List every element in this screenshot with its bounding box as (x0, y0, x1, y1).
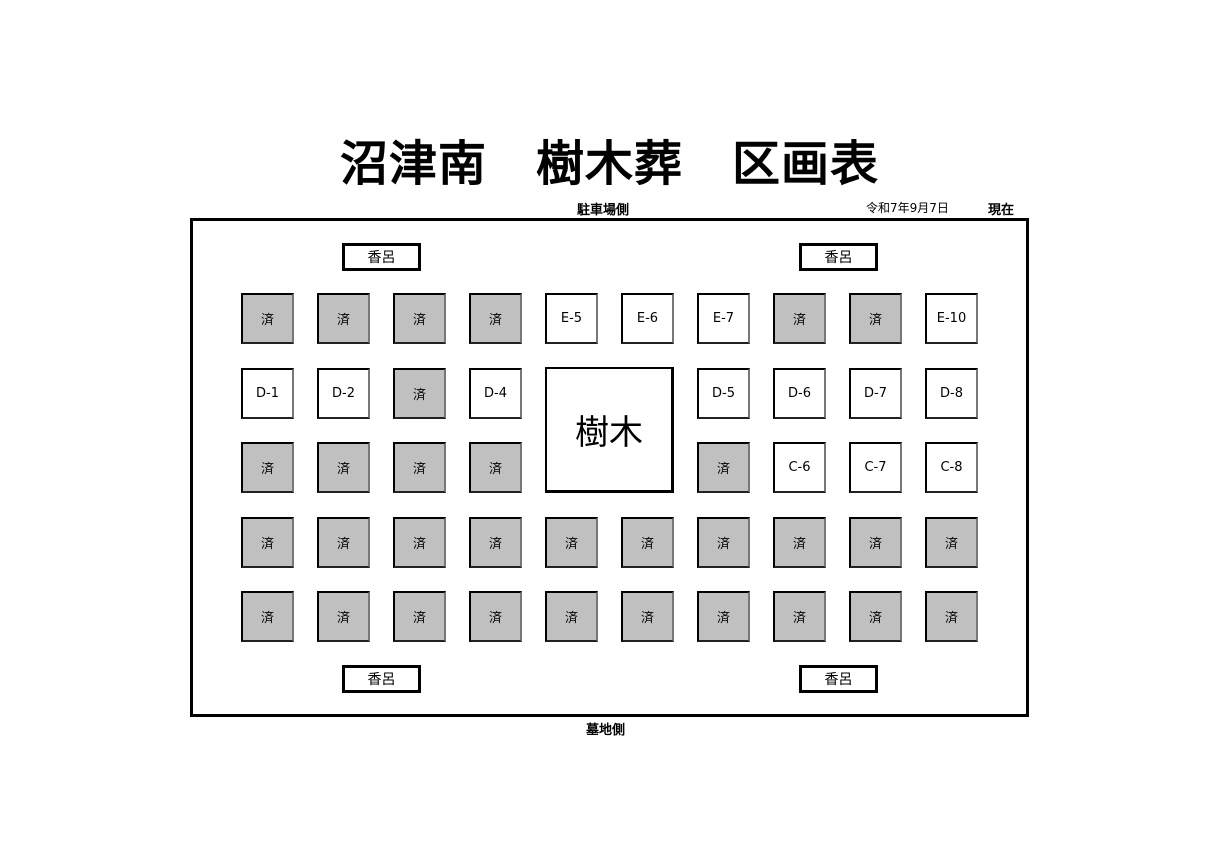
incense-burner: 香呂 (342, 243, 421, 271)
plot-cell-sold: 済 (697, 517, 750, 568)
plot-cell-sold: 済 (241, 591, 294, 642)
plot-cell-sold: 済 (317, 442, 370, 493)
plot-cell-sold: 済 (925, 517, 978, 568)
plot-cell-sold: 済 (849, 293, 902, 344)
plot-cell-available: D-7 (849, 368, 902, 419)
plot-cell-sold: 済 (621, 517, 674, 568)
plot-cell-sold: 済 (241, 442, 294, 493)
plot-cell-available: D-6 (773, 368, 826, 419)
plot-cell-sold: 済 (241, 517, 294, 568)
plot-cell-sold: 済 (241, 293, 294, 344)
plot-cell-available: C-8 (925, 442, 978, 493)
plot-cell-sold: 済 (317, 293, 370, 344)
plot-map-frame (190, 218, 1029, 717)
plot-cell-sold: 済 (393, 368, 446, 419)
plot-cell-sold: 済 (317, 517, 370, 568)
plot-cell-available: E-7 (697, 293, 750, 344)
plot-cell-available: D-1 (241, 368, 294, 419)
plot-cell-sold: 済 (545, 591, 598, 642)
plot-cell-available: E-10 (925, 293, 978, 344)
plot-cell-sold: 済 (849, 517, 902, 568)
plot-cell-sold: 済 (621, 591, 674, 642)
plot-cell-available: D-4 (469, 368, 522, 419)
parking-side-label: 駐車場側 (577, 203, 630, 218)
plot-cell-sold: 済 (773, 591, 826, 642)
plot-cell-sold: 済 (469, 442, 522, 493)
as-of-label: 現在 (988, 203, 1015, 218)
plot-cell-sold: 済 (393, 293, 446, 344)
plot-cell-sold: 済 (393, 517, 446, 568)
incense-burner: 香呂 (799, 665, 878, 693)
plot-cell-sold: 済 (773, 517, 826, 568)
plot-cell-available: D-2 (317, 368, 370, 419)
plot-cell-sold: 済 (469, 293, 522, 344)
plot-cell-sold: 済 (697, 591, 750, 642)
plot-cell-available: C-7 (849, 442, 902, 493)
plot-cell-available: D-5 (697, 368, 750, 419)
incense-burner: 香呂 (799, 243, 878, 271)
plot-cell-sold: 済 (317, 591, 370, 642)
page-title: 沼津南 樹木葬 区画表 (339, 136, 879, 192)
incense-burner: 香呂 (342, 665, 421, 693)
plot-cell-sold: 済 (925, 591, 978, 642)
plot-cell-sold: 済 (393, 442, 446, 493)
plot-cell-sold: 済 (469, 517, 522, 568)
plot-cell-sold: 済 (773, 293, 826, 344)
plot-cell-available: E-5 (545, 293, 598, 344)
plot-cell-sold: 済 (849, 591, 902, 642)
plot-cell-sold: 済 (697, 442, 750, 493)
plot-cell-sold: 済 (469, 591, 522, 642)
date-label: 令和7年9月7日 (866, 201, 949, 215)
cemetery-side-label: 墓地側 (586, 723, 626, 738)
tree-area: 樹木 (545, 367, 674, 493)
plot-cell-sold: 済 (393, 591, 446, 642)
plot-cell-available: C-6 (773, 442, 826, 493)
plot-cell-sold: 済 (545, 517, 598, 568)
plot-cell-available: D-8 (925, 368, 978, 419)
plot-cell-available: E-6 (621, 293, 674, 344)
